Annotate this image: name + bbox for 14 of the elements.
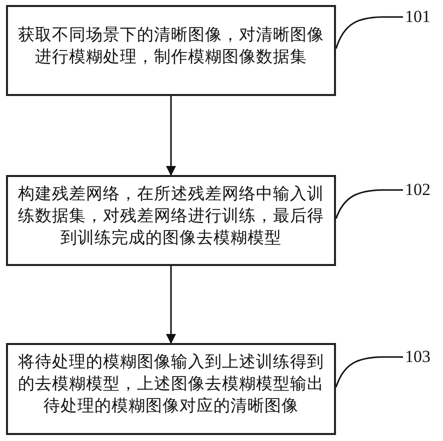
process-box	[6, 175, 336, 266]
process-box	[6, 343, 336, 435]
callout-number: 102	[405, 180, 430, 199]
callout-number: 101	[405, 7, 430, 26]
leader-line	[335, 16, 403, 49]
callout-number: 103	[405, 347, 430, 366]
arrow	[166, 266, 176, 344]
leader-line	[335, 189, 403, 219]
step-text: 构建残差网络，在所述残差网络中输入训练数据集，对残差网络进行训练，最后得到训练完成的图像去模糊模型	[17, 182, 325, 248]
step-text: 将待处理的模糊图像输入到上述训练得到的去模糊模型，上述图像去模糊模型输出待处理的模糊图像对应的清晰图像	[17, 351, 325, 417]
process-box	[6, 5, 336, 96]
step-text: 获取不同场景下的清晰图像，对清晰图像进行模糊处理，制作模糊图像数据集	[17, 24, 325, 68]
arrow	[166, 96, 176, 176]
leader-line	[335, 356, 403, 388]
